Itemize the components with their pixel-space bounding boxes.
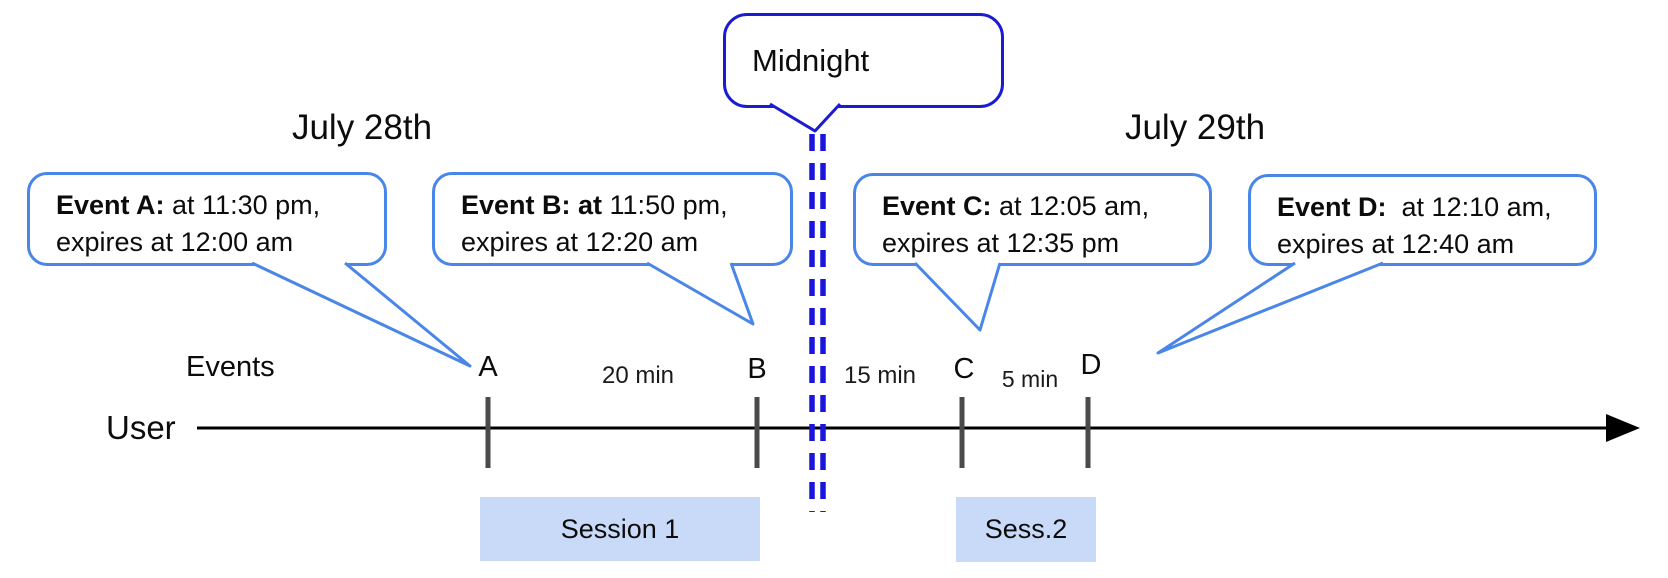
midnight-label: Midnight — [752, 42, 870, 78]
tick-label-c: C — [953, 353, 975, 385]
event-d-time: at 12:10 am, — [1386, 192, 1552, 222]
tick-label-d: D — [1080, 349, 1102, 381]
event-b-callout: Event B: at 11:50 pm, expires at 12:20 a… — [432, 172, 793, 266]
event-a-time: at 11:30 pm, — [164, 190, 321, 220]
event-d-line2: expires at 12:40 am — [1277, 229, 1515, 259]
event-a-line1: Event A: at 11:30 pm, — [56, 187, 368, 224]
timeline-arrowhead-icon — [1606, 414, 1640, 442]
gap-label-20min: 20 min — [601, 362, 675, 389]
tick-label-a: A — [478, 351, 498, 383]
session-1-label: Session 1 — [560, 513, 680, 544]
date-label-july-28: July 28th — [291, 108, 433, 147]
tick-label-b: B — [747, 353, 767, 385]
session-2-label: Sess.2 — [984, 514, 1068, 544]
event-b-callout-tail — [646, 261, 755, 326]
event-c-line1: Event C: at 12:05 am, — [882, 188, 1193, 225]
event-d-line1: Event D: at 12:10 am, — [1277, 189, 1578, 226]
event-c-callout: Event C: at 12:05 am, expires at 12:35 p… — [853, 173, 1212, 266]
session-2-box: Sess.2 — [956, 497, 1096, 562]
user-row-label: User — [106, 409, 176, 446]
event-d-title: Event D: — [1277, 192, 1387, 222]
event-c-title: Event C: — [882, 191, 992, 221]
event-a-callout: Event A: at 11:30 pm, expires at 12:00 a… — [27, 172, 387, 266]
events-row-label: Events — [186, 351, 275, 383]
event-b-title: Event B: at — [461, 190, 603, 220]
event-a-title: Event A: — [56, 190, 165, 220]
event-d-callout: Event D: at 12:10 am, expires at 12:40 a… — [1248, 174, 1597, 266]
event-c-time: at 12:05 am, — [991, 191, 1150, 221]
event-c-line2: expires at 12:35 pm — [882, 228, 1120, 258]
gap-label-5min: 5 min — [1001, 366, 1059, 392]
event-b-line1: Event B: at 11:50 pm, — [461, 187, 774, 224]
event-d-callout-tail — [1156, 261, 1384, 355]
midnight-callout: Midnight — [723, 13, 1004, 108]
session-1-box: Session 1 — [480, 497, 760, 561]
midnight-callout-tail — [769, 102, 842, 133]
event-b-line2: expires at 12:20 am — [461, 227, 699, 257]
event-c-callout-tail — [913, 261, 1002, 332]
event-a-callout-tail — [251, 261, 472, 368]
gap-label-15min: 15 min — [843, 362, 917, 389]
date-label-july-29: July 29th — [1124, 108, 1266, 147]
event-b-time: 11:50 pm, — [602, 190, 728, 220]
event-a-line2: expires at 12:00 am — [56, 227, 294, 257]
